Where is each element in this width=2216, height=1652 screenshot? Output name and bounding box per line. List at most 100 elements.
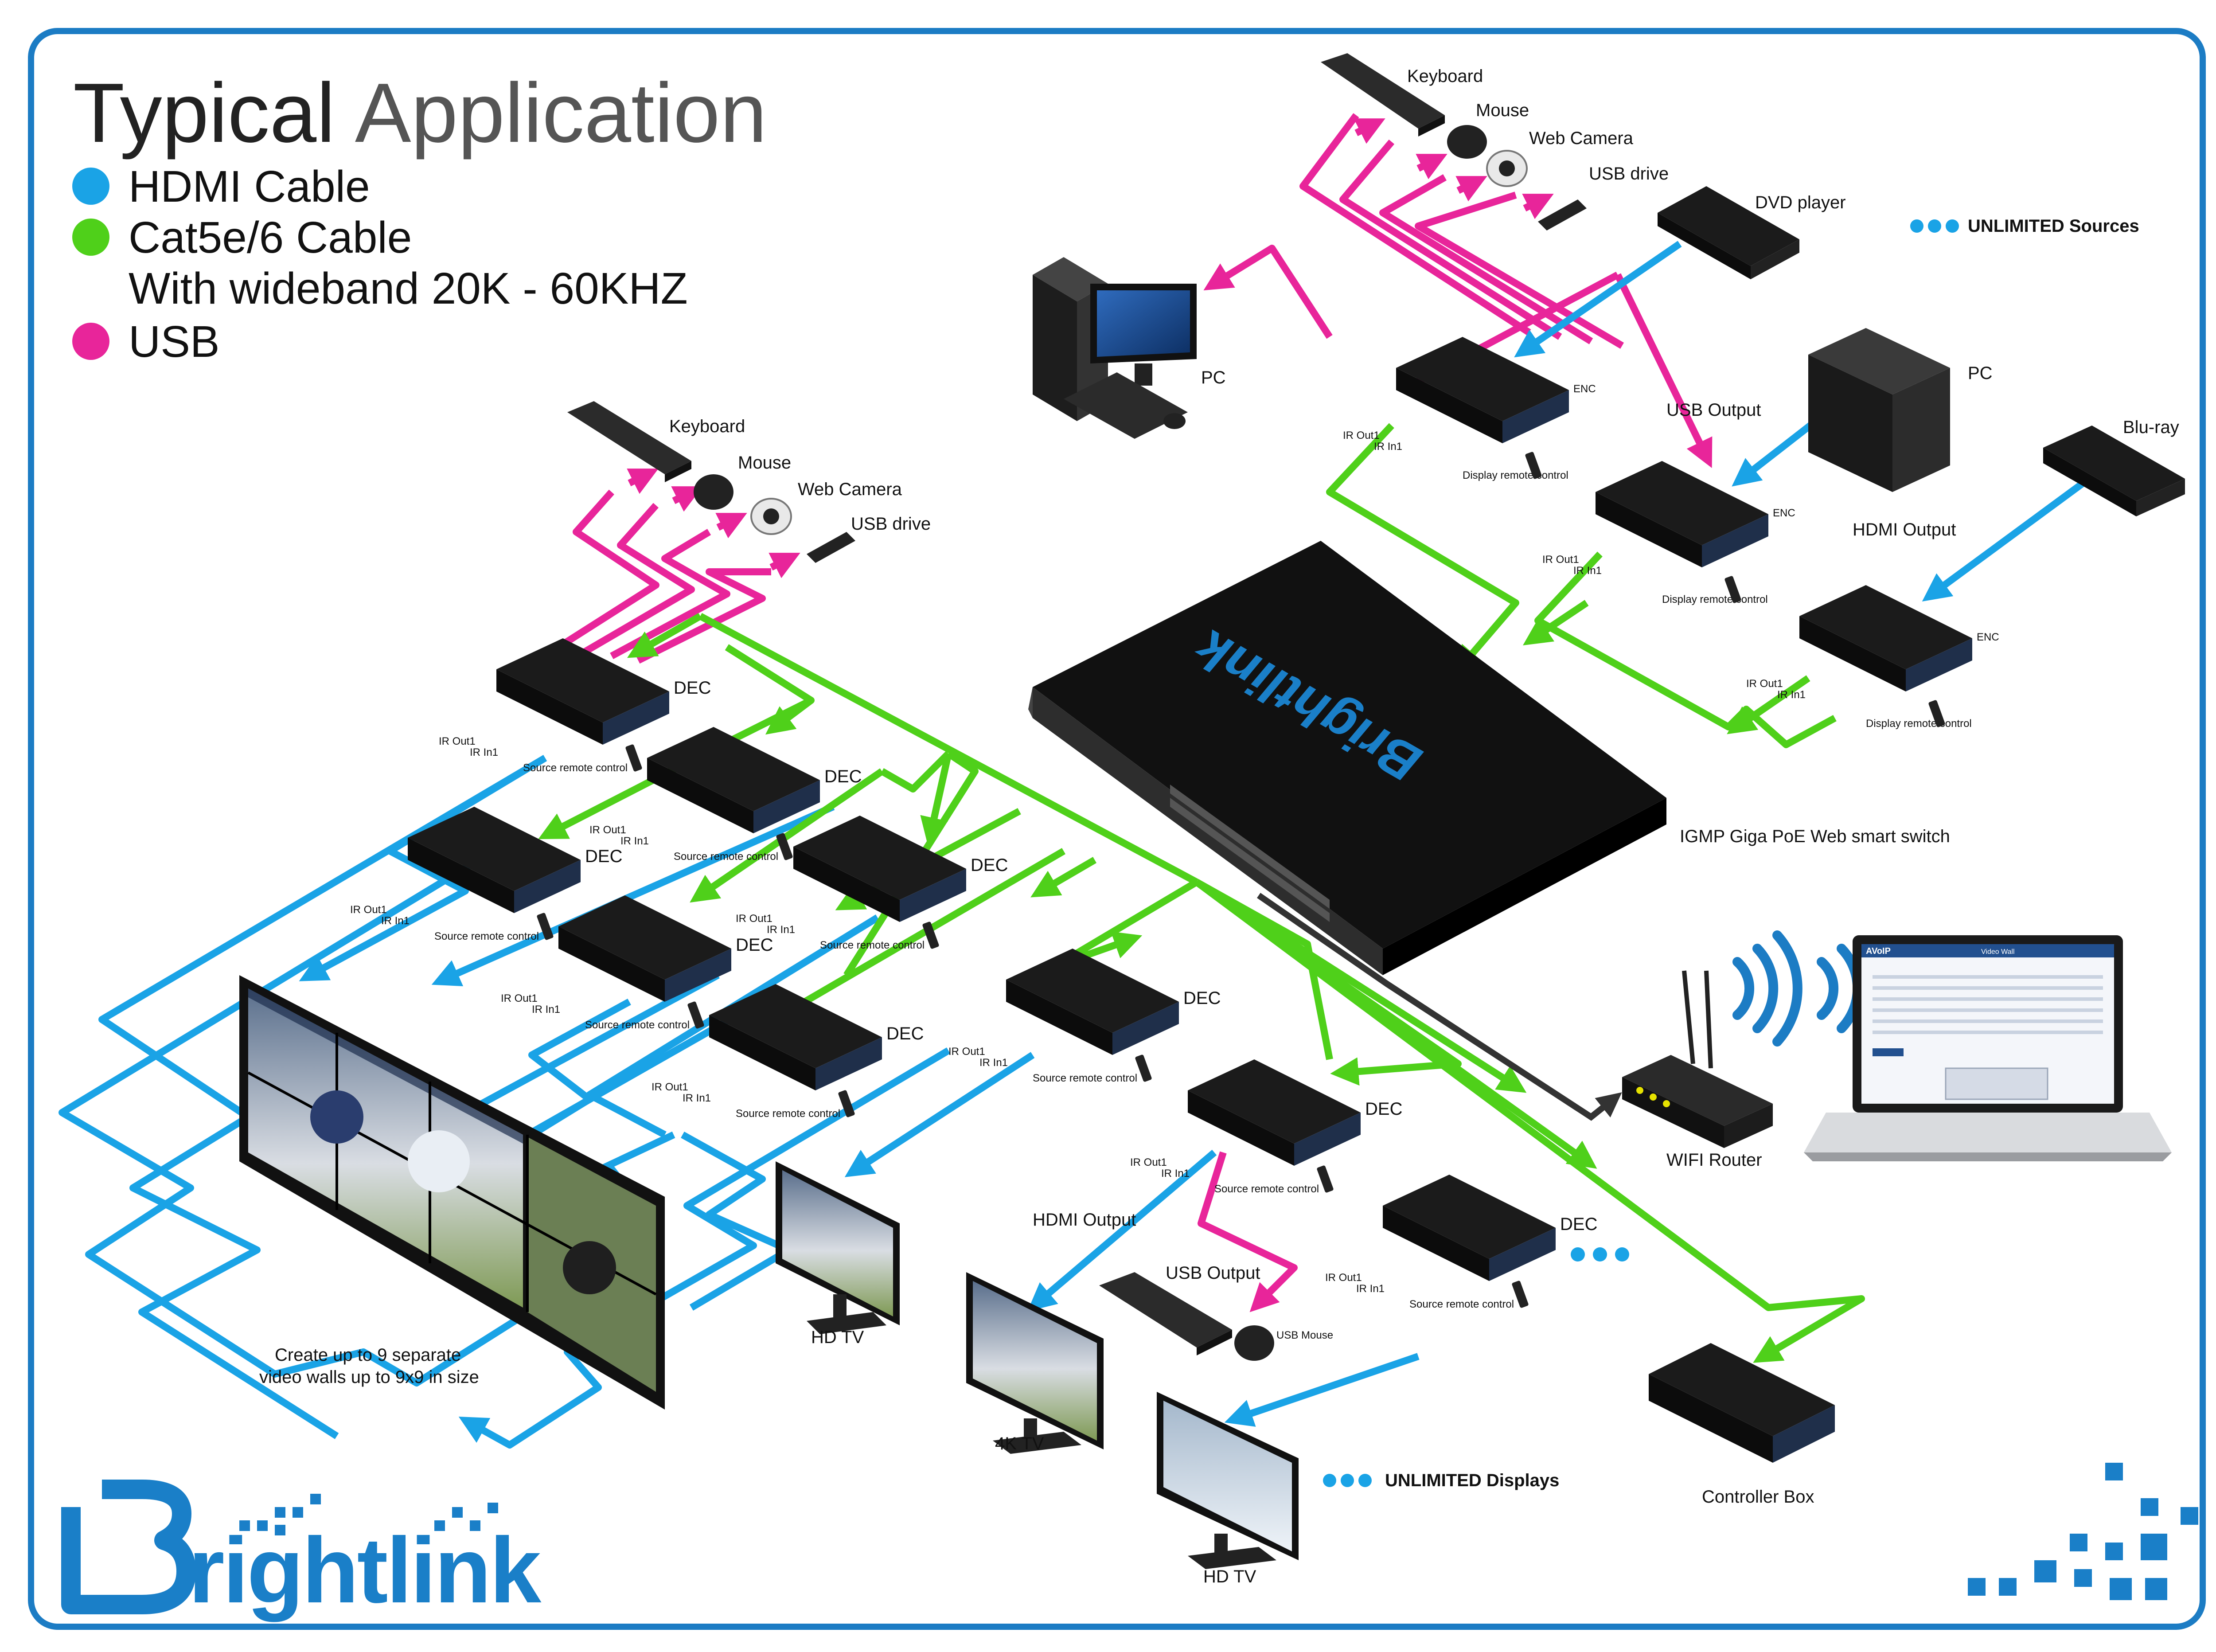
encoder-1-tag: ENC <box>1573 383 1596 395</box>
encoder-3-irin: IR In1 <box>1777 689 1806 701</box>
left-webcam-label: Web Camera <box>798 480 902 499</box>
videowall-caption-1: Create up to 9 separate <box>275 1345 461 1365</box>
legend-hdmi-dot <box>72 168 109 205</box>
decoder-4-irout: IR Out1 <box>736 913 772 925</box>
laptop: AVoIP Video Wall <box>1804 935 2172 1161</box>
encoder-1-irin: IR In1 <box>1374 441 1402 453</box>
top-mouse-label: Mouse <box>1476 101 1529 120</box>
title-part-2: Application <box>355 66 767 160</box>
decoder-1-remote: Source remote control <box>523 762 628 774</box>
unlimited-sources: UNLIMITED Sources <box>1910 216 2139 236</box>
controller-label: Controller Box <box>1702 1487 1814 1507</box>
hd-tv-1-label: HD TV <box>811 1328 864 1347</box>
left-keyboard-label: Keyboard <box>669 417 745 436</box>
decoder-1-tag: DEC <box>674 678 711 698</box>
more-decoders-dots <box>1571 1247 1629 1261</box>
logo-pixels <box>239 1494 498 1535</box>
decoder-2-irin: IR In1 <box>620 835 649 847</box>
top-mouse: Mouse <box>1447 101 1529 159</box>
decoder-1-irin: IR In1 <box>470 746 498 758</box>
decoder-9-tag: DEC <box>1560 1215 1597 1234</box>
laptop-app-name: AVoIP <box>1866 946 1891 956</box>
tv-4k-label: 4K TV <box>995 1434 1044 1453</box>
bottom-mouse: USB Mouse <box>1234 1325 1333 1361</box>
cat-cables <box>538 423 1865 1363</box>
decoder-6-irin: IR In1 <box>683 1092 711 1104</box>
top-usb-label: USB drive <box>1589 164 1669 184</box>
left-usb-drive: USB drive <box>807 514 931 563</box>
decoder-6-irout: IR Out1 <box>652 1081 688 1093</box>
router-label: WIFI Router <box>1666 1150 1762 1170</box>
decoder-7-irout: IR Out1 <box>948 1046 985 1058</box>
left-keyboard: Keyboard <box>567 401 745 482</box>
bluray-label: Blu-ray <box>2123 418 2179 437</box>
logo-text: rightlink <box>188 1518 542 1622</box>
decoder-9-irin: IR In1 <box>1356 1283 1385 1295</box>
decoder-7-remote: Source remote control <box>1033 1072 1137 1084</box>
title-part-1: Typical <box>73 66 335 160</box>
decoder-6-tag: DEC <box>886 1024 924 1043</box>
hd-tv-2: HD TV <box>1157 1392 1299 1586</box>
bluray-player: Blu-ray <box>2043 418 2185 516</box>
legend-cat-dot <box>72 219 109 256</box>
top-keyboard: Keyboard <box>1321 53 1483 137</box>
decoder-3-irout: IR Out1 <box>350 904 387 916</box>
dvd-label: DVD player <box>1755 193 1846 212</box>
decoder-5-tag: DEC <box>736 935 773 955</box>
decoder-9-remote: Source remote control <box>1409 1298 1514 1310</box>
encoder-3-tag: ENC <box>1977 631 1999 643</box>
encoder-2-remote: Display remote control <box>1662 594 1768 605</box>
switch-label: IGMP Giga PoE Web smart switch <box>1680 827 1950 846</box>
wifi-router: WIFI Router <box>1622 970 1773 1170</box>
decoder-9-irout: IR Out1 <box>1325 1272 1362 1284</box>
hd-tv-2-label: HD TV <box>1203 1567 1256 1586</box>
decoder-8-remote: Source remote control <box>1214 1183 1319 1195</box>
corner-pixels <box>1968 1463 2198 1600</box>
unlimited-displays: UNLIMITED Displays <box>1323 1471 1559 1490</box>
decoder-1-irout: IR Out1 <box>439 735 476 747</box>
left-mouse: Mouse <box>694 453 791 510</box>
encoder-2-irin: IR In1 <box>1573 565 1602 577</box>
left-usb-label: USB drive <box>851 514 931 534</box>
top-webcam: Web Camera <box>1486 129 1634 187</box>
decoder-8-tag: DEC <box>1365 1099 1402 1119</box>
left-mouse-label: Mouse <box>738 453 791 473</box>
wifi-waves-icon <box>1732 930 1863 1047</box>
laptop-window-title: Video Wall <box>1981 948 2015 956</box>
tv-4k: 4K TV <box>966 1272 1104 1454</box>
pc-left-label: PC <box>1201 368 1226 387</box>
encoder-1: ENC IR Out1 IR In1 Display remote contro… <box>1343 337 1596 481</box>
decoder-7-irin: IR In1 <box>979 1057 1008 1069</box>
unlimited-displays-label: UNLIMITED Displays <box>1385 1471 1559 1490</box>
legend-wideband-label: With wideband 20K - 60KHZ <box>129 264 688 313</box>
encoder-2-irout: IR Out1 <box>1542 554 1579 566</box>
encoder-3: ENC IR Out1 IR In1 Display remote contro… <box>1746 585 1999 730</box>
encoder-3-irout: IR Out1 <box>1746 678 1783 690</box>
brand-logo: rightlink <box>61 1480 543 1622</box>
legend-hdmi-label: HDMI Cable <box>129 162 370 211</box>
decoder-4-remote: Source remote control <box>820 939 925 951</box>
decoder-3-irin: IR In1 <box>381 915 410 927</box>
decoder-5-irout: IR Out1 <box>501 992 538 1004</box>
encoder-1-remote: Display remote control <box>1463 469 1568 481</box>
logo-mark-icon <box>61 1480 196 1614</box>
decoder-4-irin: IR In1 <box>767 924 795 936</box>
pc-right: PC <box>1808 328 1993 492</box>
decoder-2-tag: DEC <box>824 767 862 786</box>
legend-usb-dot <box>72 323 109 360</box>
top-keyboard-label: Keyboard <box>1407 66 1483 86</box>
pc-right-label: PC <box>1968 363 1993 383</box>
top-usb-output-label: USB Output <box>1666 400 1761 420</box>
video-wall <box>239 975 665 1410</box>
top-hdmi-output-label: HDMI Output <box>1853 520 1956 539</box>
legend-usb-label: USB <box>129 317 220 367</box>
